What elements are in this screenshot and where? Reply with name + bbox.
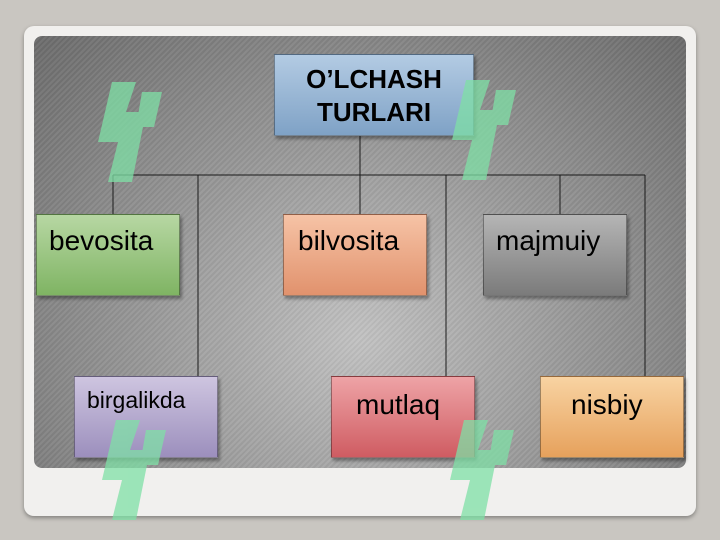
node-bevosita-label: bevosita bbox=[49, 225, 154, 256]
node-nisbiy-label: nisbiy bbox=[571, 389, 643, 420]
root-node: O’LCHASH TURLARI bbox=[274, 54, 474, 136]
node-bevosita: bevosita bbox=[36, 214, 180, 296]
node-mutlaq: mutlaq bbox=[331, 376, 475, 458]
node-birgalikda: birgalikda bbox=[74, 376, 218, 458]
node-nisbiy: nisbiy bbox=[540, 376, 684, 458]
root-node-label: O’LCHASH TURLARI bbox=[306, 64, 442, 127]
node-bilvosita-label: bilvosita bbox=[298, 225, 400, 256]
node-bilvosita: bilvosita bbox=[283, 214, 427, 296]
node-birgalikda-label: birgalikda bbox=[87, 387, 186, 413]
node-majmuiy-label: majmuiy bbox=[496, 225, 601, 256]
node-majmuiy: majmuiy bbox=[483, 214, 627, 296]
node-mutlaq-label: mutlaq bbox=[356, 389, 441, 420]
